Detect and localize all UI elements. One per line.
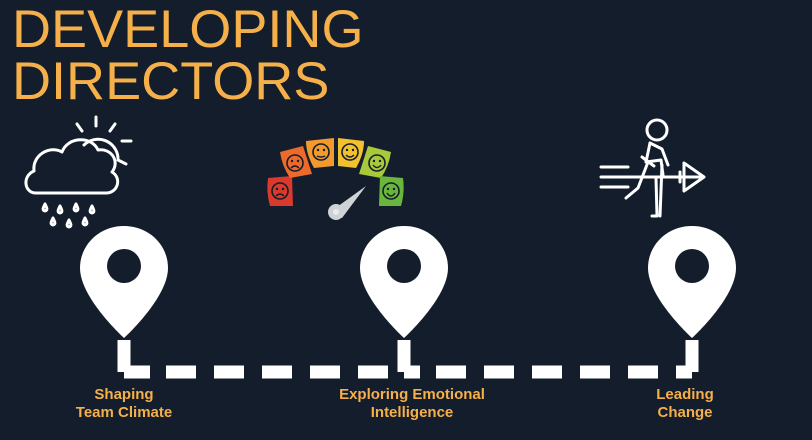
meter-segment-neutral-high (338, 138, 364, 168)
title-line-1: DEVELOPING (12, 0, 364, 59)
meter-segment-happy (359, 146, 391, 178)
milestone-label-shaping-team-climate: Shaping Team Climate (62, 386, 186, 422)
title-line-2: DIRECTORS (12, 52, 330, 111)
page-title: DEVELOPING DIRECTORS (12, 0, 364, 111)
milestone-label-line: Team Climate (75, 404, 173, 421)
meter-segment-sad (280, 146, 312, 178)
milestone-label-line: Change (657, 404, 713, 421)
milestone-label-line: Exploring Emotional (339, 386, 485, 403)
milestone-label-leading-change: Leading Change (650, 386, 720, 422)
meter-needle (328, 186, 366, 220)
weather-cloud-sun-rain-icon (24, 115, 133, 229)
meter-segment-very-happy (379, 176, 404, 206)
meter-segment-very-sad (267, 176, 293, 206)
person-arrow-icon (599, 118, 706, 218)
meter-segment-neutral-low (306, 138, 334, 168)
milestone-label-exploring-emotional-intelligence: Exploring Emotional Intelligence (327, 386, 497, 422)
milestone-label-line: Leading (656, 386, 714, 403)
location-pin-icon (648, 226, 736, 338)
dashed-path (117, 340, 699, 379)
location-pin-icon (80, 226, 168, 338)
milestone-label-line: Shaping (94, 386, 154, 403)
location-pin-icon (360, 226, 448, 338)
milestone-label-line: Intelligence (370, 404, 454, 421)
emotion-meter-icon (267, 138, 404, 220)
